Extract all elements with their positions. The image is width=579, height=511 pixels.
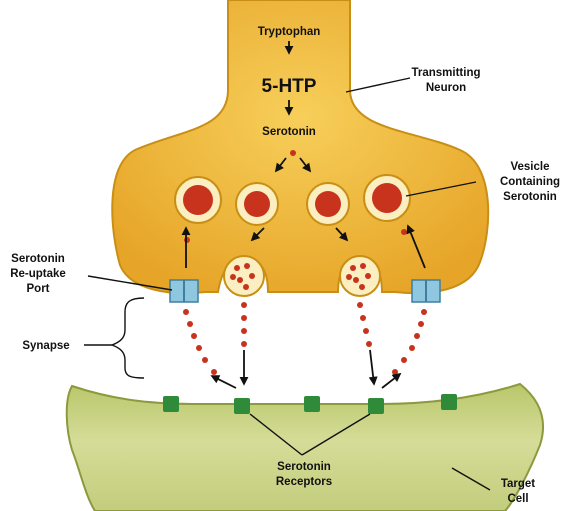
label-transmitting-neuron-2: Neuron — [426, 82, 466, 94]
vesicle-3 — [307, 183, 349, 225]
label-vesicle-1: Vesicle — [510, 161, 549, 173]
label-5htp: 5-HTP — [262, 76, 317, 97]
label-receptors-1: Serotonin — [277, 461, 331, 473]
receptor-2 — [234, 398, 250, 414]
release-pocket-right — [340, 256, 380, 296]
release-pocket-left — [224, 256, 264, 296]
label-transmitting-neuron-1: Transmitting — [411, 67, 480, 79]
leader-neuron — [346, 78, 410, 92]
reuptake-port-left — [170, 280, 198, 302]
label-reuptake-2: Re-uptake — [10, 268, 66, 280]
vesicle-1 — [175, 177, 221, 223]
label-synapse: Synapse — [22, 340, 69, 352]
label-serotonin: Serotonin — [262, 126, 316, 138]
vesicle-4 — [364, 175, 410, 221]
label-tryptophan: Tryptophan — [258, 26, 321, 38]
label-target-cell-1: Target — [501, 478, 535, 490]
label-reuptake-1: Serotonin — [11, 253, 65, 265]
receptor-5 — [441, 394, 457, 410]
receptor-1 — [163, 396, 179, 412]
receptor-3 — [304, 396, 320, 412]
synapse-bracket — [112, 298, 144, 378]
vesicle-2 — [236, 183, 278, 225]
receptor-4 — [368, 398, 384, 414]
reuptake-port-right — [412, 280, 440, 302]
label-vesicle-2: Containing — [500, 176, 560, 188]
transmitting-neuron — [112, 0, 488, 293]
label-target-cell-2: Cell — [507, 493, 528, 505]
label-vesicle-3: Serotonin — [503, 191, 557, 203]
label-receptors-2: Receptors — [276, 476, 332, 488]
label-reuptake-3: Port — [27, 283, 50, 295]
